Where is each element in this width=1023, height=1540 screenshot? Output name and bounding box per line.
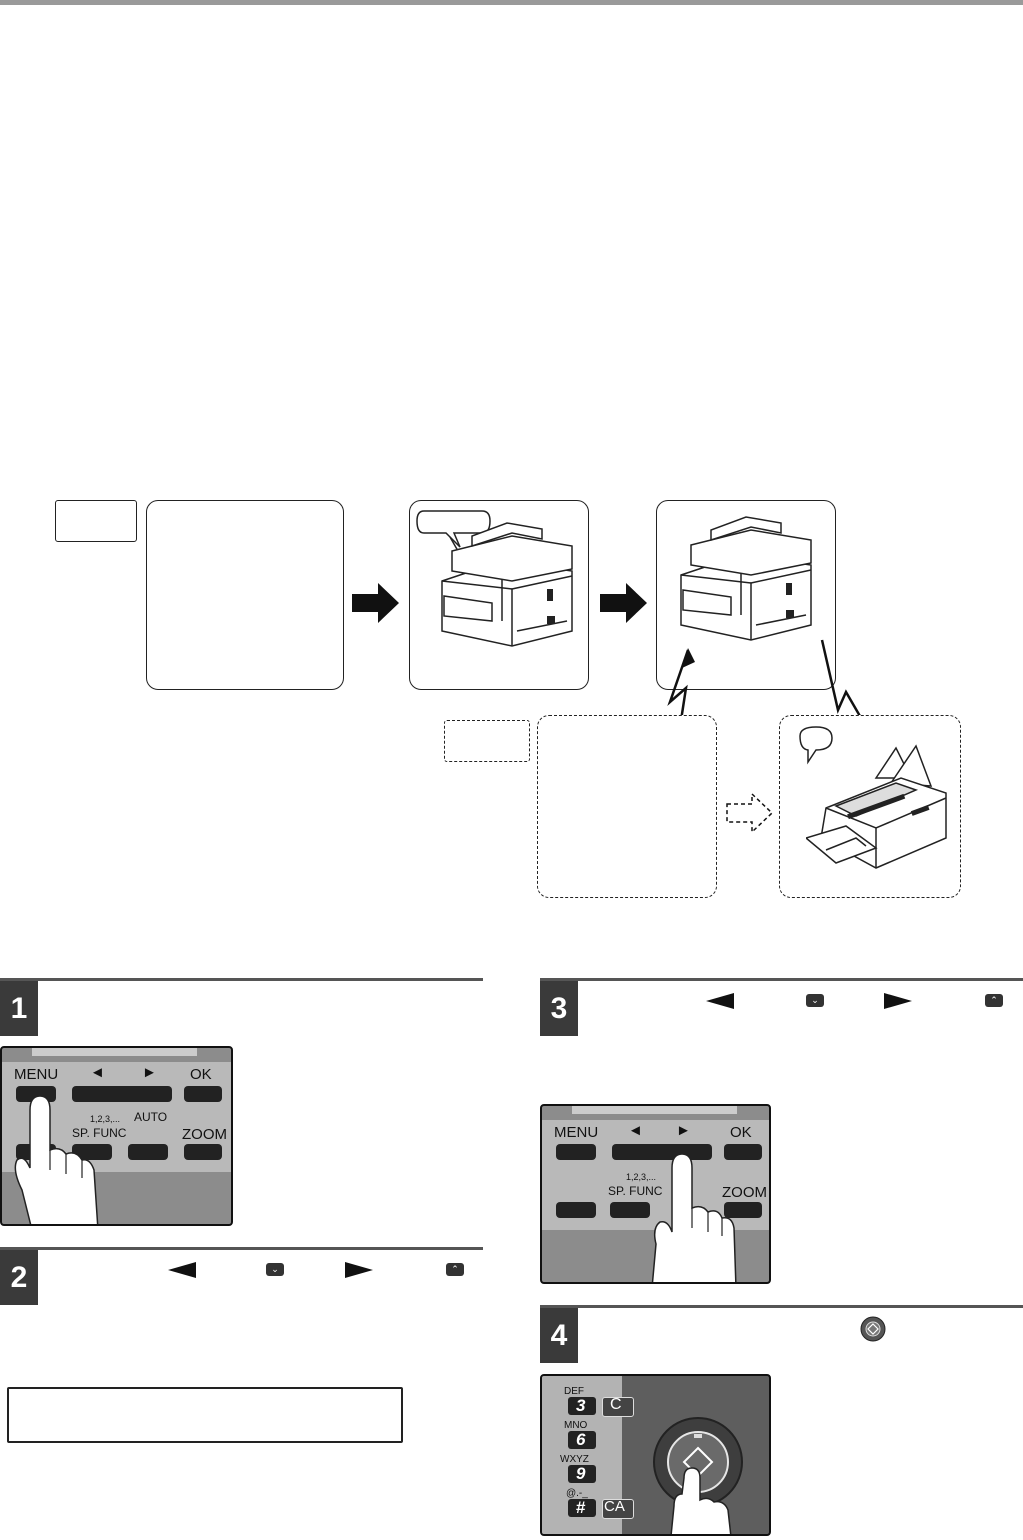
sequence-label: 1,2,3,... <box>90 1114 121 1124</box>
auto-key[interactable] <box>128 1144 168 1160</box>
clear-key-label[interactable]: C <box>610 1396 622 1413</box>
left-triangle-icon <box>706 993 734 1009</box>
key-6-label[interactable]: 6 <box>576 1430 586 1449</box>
wxyz-label: WXYZ <box>560 1454 589 1465</box>
down-key-icon: ⌄ <box>266 1263 284 1276</box>
ok-key[interactable] <box>724 1144 762 1160</box>
step-number: 4 <box>540 1308 578 1363</box>
copier-send-box <box>656 500 836 690</box>
step-number: 2 <box>0 1250 38 1305</box>
mno-label: MNO <box>564 1420 588 1431</box>
sp-func-label: SP. FUNC <box>608 1184 663 1198</box>
zoom-label: ZOOM <box>182 1126 227 1143</box>
hash-key-label[interactable]: # <box>576 1498 586 1517</box>
fax-machine-icon <box>806 744 947 869</box>
sp-func-label: SP. FUNC <box>72 1126 127 1140</box>
sp-func-key[interactable] <box>72 1144 112 1160</box>
step-4-header: 4 <box>540 1305 1023 1363</box>
left-triangle-icon <box>168 1262 196 1278</box>
zoom-label: ZOOM <box>722 1184 767 1201</box>
start-key-icon <box>860 1316 886 1342</box>
finger-pressing-icon <box>651 1153 737 1282</box>
step-number: 3 <box>540 981 578 1036</box>
copier-icon <box>680 516 812 641</box>
menu-label: MENU <box>554 1124 599 1141</box>
up-key-icon: ⌃ <box>446 1263 464 1276</box>
up-key-icon: ⌃ <box>985 994 1003 1007</box>
key-9-label[interactable]: 9 <box>576 1464 586 1483</box>
flow-label-box <box>55 500 137 542</box>
display-message-box <box>7 1387 403 1443</box>
zoom-key[interactable] <box>724 1202 762 1218</box>
step-1-header: 1 <box>0 978 483 1036</box>
step-2-header: 2 <box>0 1247 483 1305</box>
step-3-header: 3 <box>540 978 1023 1036</box>
thought-bubble-icon <box>799 726 833 765</box>
right-triangle-icon <box>345 1262 373 1278</box>
receiver-text-box <box>537 715 717 898</box>
control-panel-arrow-press: MENU ◄ ► OK 1,2,3,... SP. FUNC ZOOM <box>540 1104 771 1284</box>
symbols-label: @.-_ <box>566 1488 588 1499</box>
right-triangle-icon <box>884 993 912 1009</box>
sequence-label: 1,2,3,... <box>626 1172 657 1182</box>
arrow-keys[interactable] <box>72 1086 172 1102</box>
speech-bubble-icon <box>416 510 491 552</box>
sp-func-key[interactable] <box>610 1202 650 1218</box>
flow-step-text-box <box>146 500 344 690</box>
fax-machine-box <box>779 715 961 898</box>
finger-pressing-icon <box>14 1095 99 1224</box>
zoom-key[interactable] <box>184 1144 222 1160</box>
finger-pressing-icon <box>670 1467 732 1534</box>
clear-all-key-label[interactable]: CA <box>604 1498 625 1515</box>
copier-icon <box>441 522 573 647</box>
flow-arrow-icon <box>600 583 647 623</box>
def-label: DEF <box>564 1386 584 1397</box>
menu-label: MENU <box>14 1066 59 1083</box>
copier-scan-box <box>409 500 589 690</box>
control-panel-menu-press: MENU ◄ ► OK 1,2,3,... SP. FUNC AUTO ZOOM <box>0 1046 233 1226</box>
receiver-label-box <box>444 720 530 762</box>
auto-label: AUTO <box>134 1110 168 1124</box>
right-arrow-label: ► <box>676 1122 691 1139</box>
menu-key[interactable] <box>556 1144 596 1160</box>
flow-arrow-icon <box>352 583 399 623</box>
duplex-key[interactable] <box>556 1202 596 1218</box>
ok-label: OK <box>730 1124 752 1141</box>
key-3-label[interactable]: 3 <box>576 1396 586 1415</box>
left-arrow-label: ◄ <box>90 1064 105 1081</box>
ok-label: OK <box>190 1066 212 1083</box>
top-border-bar <box>0 0 1023 5</box>
start-button[interactable] <box>652 1416 744 1508</box>
step-number: 1 <box>0 981 38 1036</box>
dashed-arrow-icon <box>726 793 774 833</box>
right-arrow-label: ► <box>142 1064 157 1081</box>
keypad-start-panel: DEF 3 C MNO 6 WXYZ 9 @.-_ # CA <box>540 1374 771 1536</box>
ok-key[interactable] <box>184 1086 222 1102</box>
down-key-icon: ⌄ <box>806 994 824 1007</box>
left-arrow-label: ◄ <box>628 1122 643 1139</box>
